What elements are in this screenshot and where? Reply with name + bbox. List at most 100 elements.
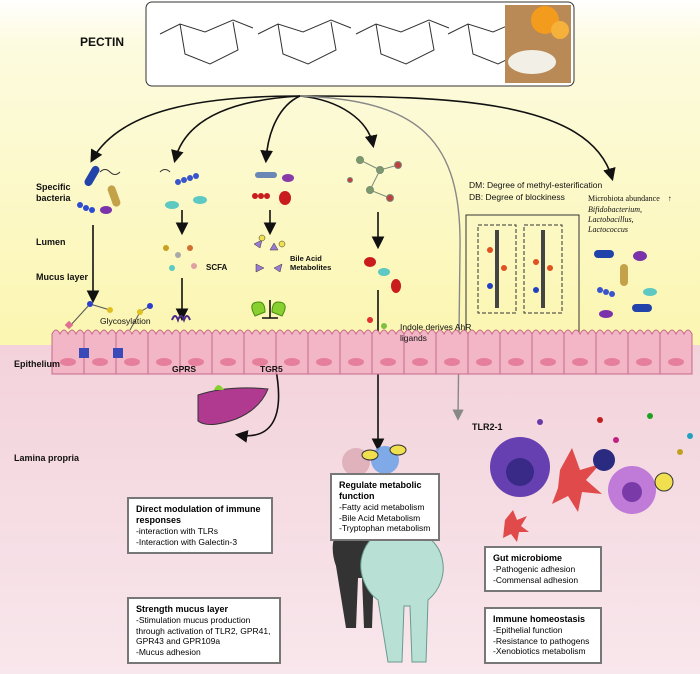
box-metabolic-function: Regulate metabolic function -Fatty acid … (330, 473, 440, 541)
label-tgr5: TGR5 (260, 364, 283, 374)
label-lumen: Lumen (36, 237, 66, 247)
label-epithelium: Epithelium (14, 359, 61, 369)
cell-nucleus (92, 358, 108, 366)
cell-nucleus (508, 358, 524, 366)
epithelial-cell (403, 329, 437, 375)
cell-nucleus (60, 358, 76, 366)
microbiota-cluster (594, 250, 657, 318)
scfa-dots (163, 245, 197, 271)
cell-nucleus (604, 358, 620, 366)
label-gprs: GPRS (172, 364, 197, 374)
indole-bacteria (364, 257, 401, 293)
bacteria-group-3 (252, 172, 294, 205)
label-tlr2-1: TLR2-1 (472, 422, 503, 432)
dm-db-box (465, 214, 580, 341)
cell-nucleus (188, 358, 204, 366)
box-metabolic-line: -Fatty acid metabolism (339, 502, 425, 512)
epithelium-cells (51, 329, 693, 375)
label-scfa: SCFA (206, 263, 228, 272)
taxon-item: Lactobacillus, (588, 215, 634, 224)
cell-nucleus (220, 358, 236, 366)
cell-nucleus (668, 358, 684, 366)
bile-acid-shapes (253, 234, 286, 273)
box-mucus-layer: Strength mucus layer -Stimulation mucus … (127, 597, 281, 664)
box-mucus-line: -Stimulation mucus production through ac… (136, 615, 271, 646)
box-gut-microbiome: Gut microbiome -Pathogenic adhesion -Com… (484, 546, 602, 592)
cell-nucleus (252, 358, 268, 366)
gprs-receptors (171, 315, 191, 323)
cell-nucleus (636, 358, 652, 366)
box-microbiome-line: -Pathogenic adhesion (493, 564, 576, 574)
epithelial-cell (211, 329, 245, 375)
box-immune-title: Direct modulation of immune responses (136, 504, 261, 525)
cell-nucleus (284, 358, 300, 366)
box-metabolic-line: -Tryptophan metabolism (339, 523, 431, 533)
taxon-item: Bifidobacterium, (588, 205, 642, 214)
box-microbiome-title: Gut microbiome (493, 553, 563, 563)
box-immune-line: -Interaction with Galectin-3 (136, 536, 238, 547)
tight-junction-icon (113, 348, 123, 358)
label-lamina-propria: Lamina propria (14, 453, 80, 463)
box-immune-line: -interaction with TLRs (136, 526, 219, 536)
epithelial-cell (147, 329, 181, 375)
tight-junction-icon (79, 348, 89, 358)
up-arrow-icon: ↑ (667, 194, 672, 203)
label-glycosylation: Glycosylation (100, 316, 151, 326)
epithelial-cell (371, 329, 405, 375)
epithelial-cell (51, 329, 85, 375)
cell-nucleus (316, 358, 332, 366)
label-bile-acid: Bile Acid Metabolites (290, 254, 332, 272)
epithelial-cell (659, 329, 693, 375)
cell-nucleus (444, 358, 460, 366)
epithelial-cell (595, 329, 629, 375)
epithelial-cell (627, 329, 661, 375)
epithelial-cell (339, 329, 373, 375)
cell-nucleus (572, 358, 588, 366)
box-microbiome-line: -Commensal adhesion (493, 574, 579, 585)
box-homeostasis-line: -Xenobiotics metabolism (493, 646, 586, 656)
box-mucus-line: -Mucus adhesion (136, 646, 201, 657)
pectin-title: PECTIN (80, 35, 125, 49)
epithelial-cell (83, 329, 117, 375)
epithelial-cell (275, 329, 309, 375)
epithelial-cell (179, 329, 213, 375)
epithelial-cell (531, 329, 565, 375)
box-metabolic-line: -Bile Acid Metabolism (339, 512, 421, 523)
taxon-item: Lactococcus (588, 225, 628, 234)
cell-nucleus (124, 358, 140, 366)
box-mucus-title: Strength mucus layer (136, 604, 229, 614)
arrow-to-bile (260, 95, 301, 164)
cell-nucleus (412, 358, 428, 366)
liver-icon (197, 385, 269, 425)
legend-dm: DM: Degree of methyl-esterification (469, 180, 603, 190)
box-homeostasis-line: -Resistance to pathogens (493, 635, 590, 646)
epithelial-cell (563, 329, 597, 375)
label-mucus-layer: Mucus layer (36, 272, 89, 282)
tgr5-inhibit (262, 300, 278, 319)
microbiota-title-text: Microbiota abundance (588, 194, 660, 203)
epithelial-cell (435, 329, 469, 375)
arrow-to-microbiota (299, 95, 616, 182)
box-immune-responses: Direct modulation of immune responses -i… (127, 497, 273, 554)
bacteria-group-1 (77, 165, 121, 214)
arrow-to-indole (299, 95, 378, 149)
arrow-to-bacteria (90, 95, 301, 163)
box-metabolic-title: Regulate metabolic function (339, 480, 422, 501)
epithelial-cell (467, 329, 501, 375)
box-homeostasis-line: -Epithelial function (493, 625, 563, 635)
label-indole: Indole derives AhR ligands (400, 322, 472, 343)
epithelial-cell (307, 329, 341, 375)
cell-nucleus (476, 358, 492, 366)
arrow-tgr5-to-liver (234, 369, 280, 443)
epithelial-cell (499, 329, 533, 375)
microbiota-taxa: Bifidobacterium, Lactobacillus, Lactococ… (588, 205, 642, 235)
box-immune-homeostasis: Immune homeostasis -Epithelial function … (484, 607, 602, 664)
scattered-molecules (537, 413, 693, 455)
glycosylation-chains (64, 301, 153, 331)
cell-nucleus (540, 358, 556, 366)
molecule-network (347, 156, 402, 202)
cell-nucleus (156, 358, 172, 366)
epithelial-cell (243, 329, 277, 375)
label-specific-bacteria: Specific bacteria (36, 182, 71, 203)
grey-arrow-to-tlr (299, 95, 464, 421)
